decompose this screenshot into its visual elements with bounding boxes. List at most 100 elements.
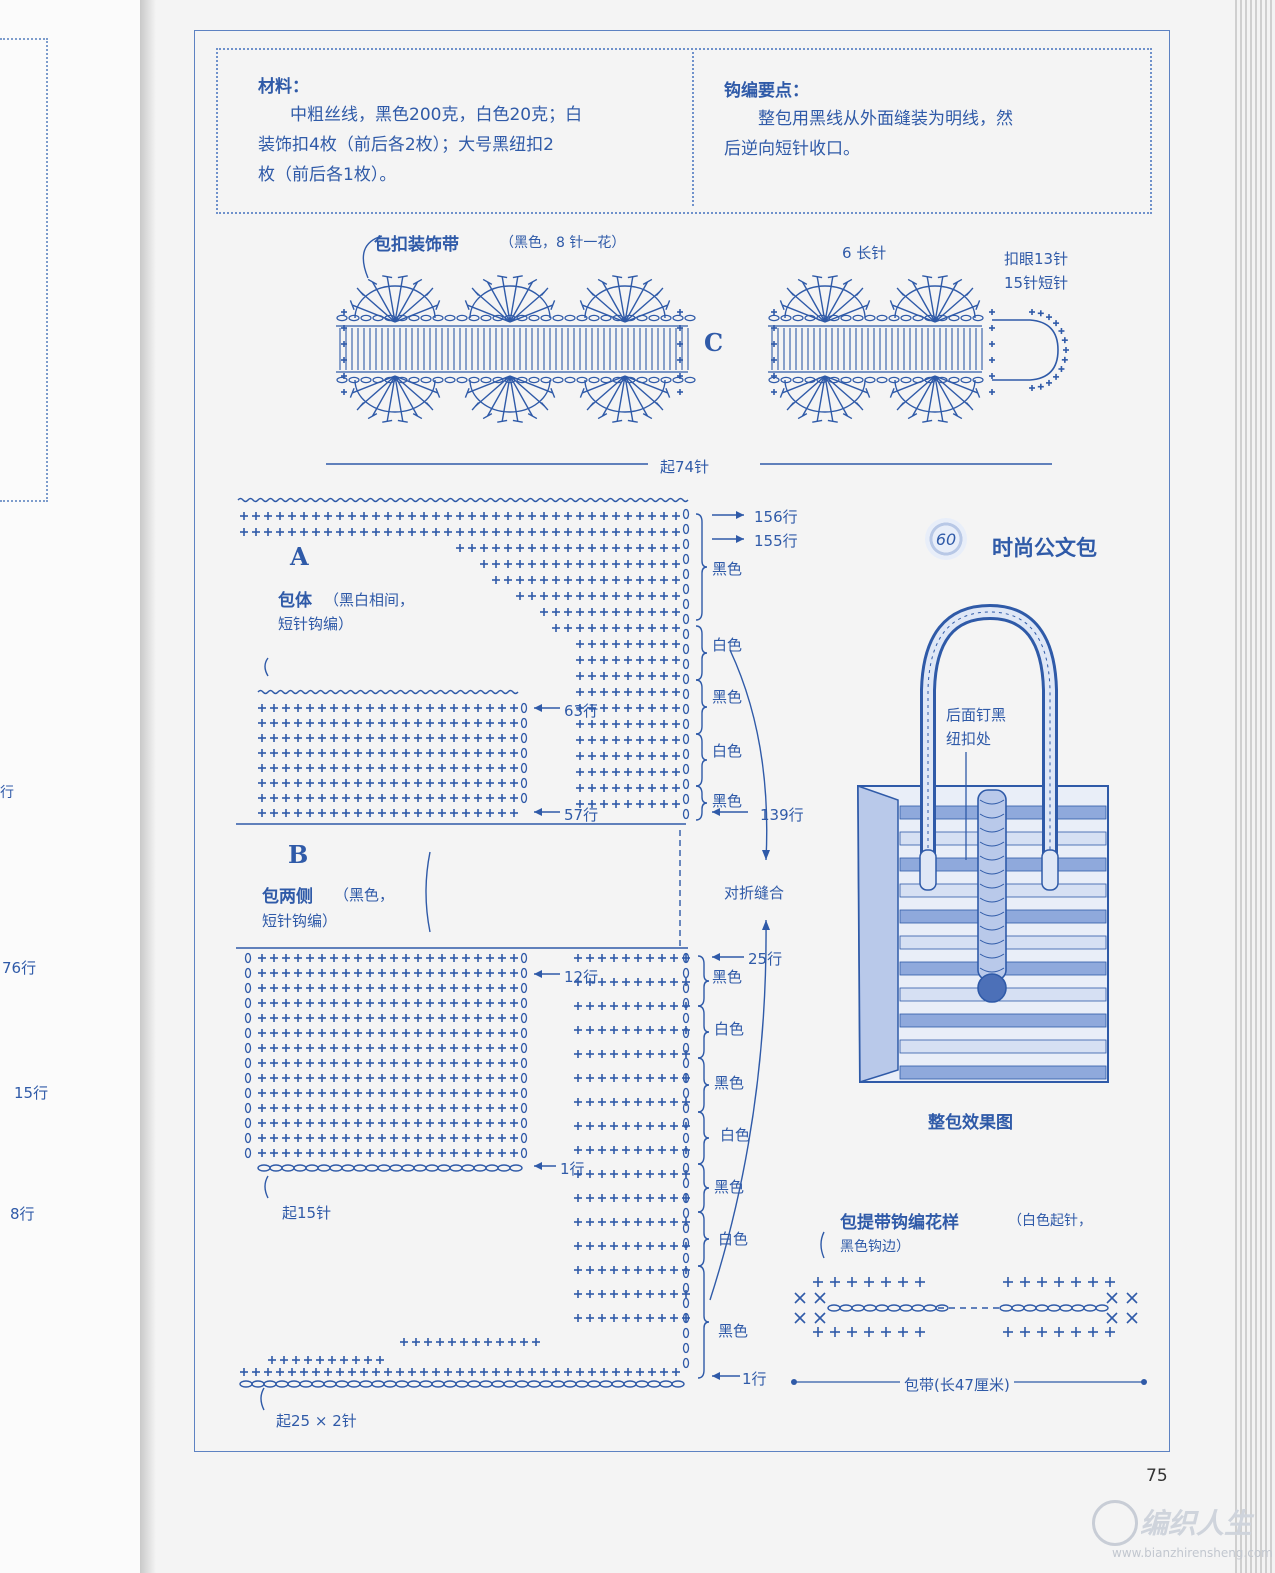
double-crochet	[789, 375, 826, 407]
stitch-plus	[318, 749, 326, 757]
stitch-plus	[366, 1044, 374, 1052]
stitch-plus	[498, 954, 506, 962]
band-chain	[864, 376, 876, 384]
double-crochet	[501, 375, 511, 422]
stitch-plus	[672, 752, 680, 760]
turning-chain	[520, 1072, 528, 1084]
stitch-plus	[574, 978, 582, 986]
stitch-plus	[426, 794, 434, 802]
stitch-plus	[328, 1356, 336, 1364]
stitch-plus	[426, 1029, 434, 1037]
dc-top	[397, 275, 408, 279]
stitch-plus	[348, 512, 356, 520]
bracket	[425, 851, 431, 933]
stitch-plus	[610, 1098, 618, 1106]
chain-stitch	[419, 1380, 433, 1388]
stitch-plus	[771, 357, 777, 363]
stitch-plus	[898, 1277, 908, 1287]
color-brace	[695, 625, 708, 681]
double-crochet	[911, 281, 936, 323]
turning-chain	[520, 997, 528, 1009]
double-crochet	[824, 375, 849, 417]
stitch-plus	[270, 1104, 278, 1112]
stitch-plus	[438, 779, 446, 787]
double-crochet	[394, 304, 439, 323]
fan-arc	[784, 285, 866, 319]
buttonhole-note-2: 15针短针	[1004, 274, 1069, 292]
chain-stitch	[1035, 1304, 1049, 1312]
stitch-plus	[898, 1327, 908, 1337]
dc-top	[497, 275, 508, 279]
stitch-plus	[282, 1134, 290, 1142]
stitch-plus	[486, 999, 494, 1007]
stitch-plus	[634, 954, 642, 962]
stitch-plus	[378, 954, 386, 962]
chain-stitch	[395, 1380, 409, 1388]
double-crochet	[371, 375, 396, 417]
stitch-plus	[318, 764, 326, 772]
stitch-plus	[390, 1044, 398, 1052]
stitch-plus	[504, 1368, 512, 1376]
fan-arc	[894, 379, 976, 413]
label-c: C	[704, 328, 724, 357]
stitch-plus	[634, 1194, 642, 1202]
stitch-plus	[342, 1029, 350, 1037]
stitch-plus	[426, 779, 434, 787]
stitch-plus	[498, 764, 506, 772]
chain-stitch	[389, 1164, 403, 1172]
turning-chain	[244, 952, 252, 964]
chain-stitch	[827, 1304, 841, 1312]
stitch-plus	[610, 954, 618, 962]
stitch-plus	[682, 1218, 690, 1226]
color-a-1: 黑色	[712, 560, 743, 578]
stitch-plus	[1003, 1277, 1013, 1287]
stitch-plus	[586, 954, 594, 962]
stitch-plus	[282, 719, 290, 727]
double-crochet	[371, 281, 396, 323]
left-page-row-76: 76行	[2, 959, 37, 977]
stitch-plus	[634, 1050, 642, 1058]
stitch-plus	[330, 1074, 338, 1082]
band-chain	[900, 314, 912, 322]
stitch-d2	[794, 1312, 806, 1324]
stitch-d2	[1106, 1312, 1118, 1324]
stitch-plus	[264, 512, 272, 520]
stitch-plus	[658, 1098, 666, 1106]
stitch-plus	[636, 560, 644, 568]
stitch-plus	[474, 999, 482, 1007]
stitch-plus	[660, 624, 668, 632]
stitch-plus	[330, 779, 338, 787]
stitch-plus	[462, 704, 470, 712]
stitch-plus	[306, 704, 314, 712]
stitch-plus	[612, 688, 620, 696]
band-chain	[492, 376, 504, 384]
double-crochet	[911, 375, 936, 417]
stitch-plus	[480, 528, 488, 536]
turning-chain	[682, 523, 690, 535]
chain-stitch	[1071, 1304, 1085, 1312]
page-edge	[1235, 0, 1275, 1573]
double-crochet	[899, 375, 936, 407]
stitch-plus	[330, 1059, 338, 1067]
stitch-plus	[612, 784, 620, 792]
stitch-plus	[400, 1338, 408, 1346]
stitch-plus	[1071, 1327, 1081, 1337]
stitch-plus	[330, 794, 338, 802]
dc-top	[922, 275, 933, 279]
dc-top	[965, 402, 974, 411]
stitch-plus	[294, 984, 302, 992]
stitch-plus	[682, 1050, 690, 1058]
stitch-plus	[496, 1338, 504, 1346]
stitch-plus	[426, 1119, 434, 1127]
stitch-plus	[450, 1044, 458, 1052]
dc-top	[356, 402, 365, 411]
stitch-plus	[672, 544, 680, 552]
stitch-plus	[282, 999, 290, 1007]
turning-chain	[682, 1297, 690, 1309]
stitch-plus	[498, 1029, 506, 1037]
stitch-plus	[1053, 373, 1060, 380]
stitch-plus	[586, 1170, 594, 1178]
stitch-plus	[1020, 1277, 1030, 1287]
stitch-plus	[340, 1356, 348, 1364]
stitch-plus	[510, 954, 518, 962]
